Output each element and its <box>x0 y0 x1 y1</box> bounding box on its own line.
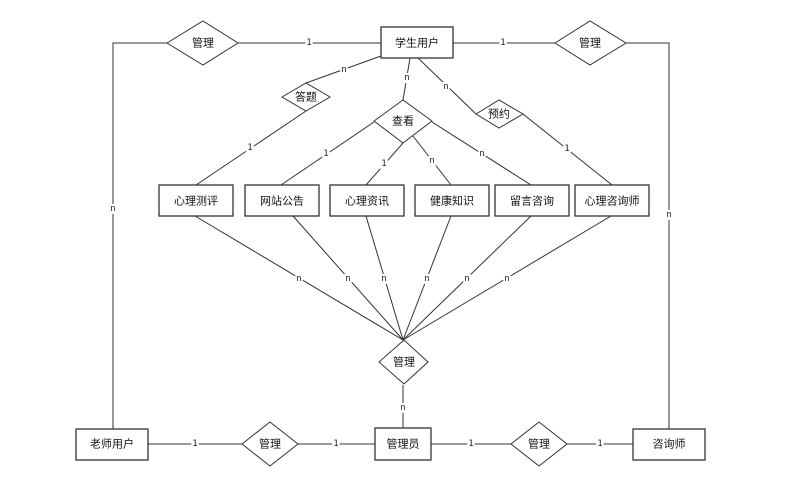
cardinality-label-background <box>399 403 407 413</box>
cardinality-label: 1 <box>192 439 197 449</box>
entity-message: 留言咨询 <box>494 184 570 217</box>
cardinality-label-background <box>423 274 431 284</box>
relation-manage-top-right: 管理 <box>554 20 627 66</box>
cardinality-label-background <box>428 156 436 166</box>
relation-label: 查看 <box>392 114 414 128</box>
cardinality-label: n <box>404 73 409 83</box>
cardinality-label: 1 <box>564 144 569 154</box>
cardinality-label: n <box>464 274 469 284</box>
entity-news: 心理资讯 <box>329 184 405 217</box>
relation-label: 管理 <box>259 437 281 451</box>
cardinality-label: n <box>424 274 429 284</box>
cardinality-label: 1 <box>247 143 252 153</box>
cardinality-label-background <box>109 204 117 214</box>
entity-label: 老师用户 <box>90 437 134 451</box>
cardinality-label: 1 <box>333 439 338 449</box>
cardinality-label: 1 <box>468 439 473 449</box>
cardinality-label-background <box>499 38 507 48</box>
entity-counselor-info: 心理咨询师 <box>574 184 650 217</box>
relation-answer: 答题 <box>281 82 331 112</box>
relation-manage-top-left: 管理 <box>166 20 239 66</box>
cardinality-label: 1 <box>323 149 328 159</box>
cardinality-label-background <box>322 149 330 159</box>
relation-label: 答题 <box>295 90 317 104</box>
cardinality-label-background <box>191 439 199 449</box>
cardinality-label: n <box>400 403 405 413</box>
cardinality-label-background <box>478 149 486 159</box>
edge-teacher-manage-top-left <box>112 42 167 430</box>
cardinality-label: n <box>429 156 434 166</box>
cardinality-label-background <box>467 439 475 449</box>
entity-eval: 心理测评 <box>158 184 234 217</box>
cardinality-label: n <box>479 149 484 159</box>
cardinality-label-background <box>403 73 411 83</box>
cardinality-label-background <box>295 274 303 284</box>
edge-manage-top-right-counselor <box>626 42 670 430</box>
cardinality-label-background <box>503 274 511 284</box>
entity-label: 管理员 <box>387 437 420 451</box>
relation-label: 管理 <box>393 355 415 369</box>
cardinality-label-background <box>463 274 471 284</box>
cardinality-label-background <box>380 159 388 169</box>
cardinality-label: 1 <box>306 38 311 48</box>
cardinality-label-background <box>344 274 352 284</box>
relation-view: 查看 <box>373 99 433 144</box>
cardinality-label: n <box>296 274 301 284</box>
entity-counselor: 咨询师 <box>632 428 706 461</box>
entity-label: 心理测评 <box>174 195 218 208</box>
entity-admin: 管理员 <box>374 427 432 461</box>
entity-label: 留言咨询 <box>510 194 554 208</box>
cardinality-label-background <box>665 210 673 220</box>
edges <box>112 42 670 445</box>
cardinality-label: n <box>345 274 350 284</box>
cardinality-label-background <box>340 65 348 75</box>
cardinality-label: n <box>504 274 509 284</box>
entity-notice: 网站公告 <box>244 184 320 217</box>
entity-health: 健康知识 <box>414 184 490 217</box>
cardinality-label: 1 <box>597 439 602 449</box>
entity-label: 咨询师 <box>653 437 686 451</box>
cardinality-label-background <box>380 274 388 284</box>
cardinality-label-background <box>442 82 450 92</box>
cardinality-label-background <box>305 38 313 48</box>
cardinality-label: 1 <box>500 38 505 48</box>
entity-label: 学生用户 <box>395 36 439 50</box>
cardinality-label-background <box>246 143 254 153</box>
entity-label: 网站公告 <box>260 194 304 208</box>
relation-label: 预约 <box>488 108 510 121</box>
entity-label: 健康知识 <box>430 194 474 208</box>
cardinality-label: n <box>381 274 386 284</box>
relation-label: 管理 <box>528 437 550 451</box>
cardinalities: 1 1 n n n 1 1 1 n n 1 n n n n n n n n n … <box>109 38 673 449</box>
cardinality-label: n <box>341 65 346 75</box>
cardinality-label: n <box>666 210 671 220</box>
cardinality-label-background <box>563 144 571 154</box>
relation-label: 管理 <box>579 36 601 50</box>
relation-manage-bottom-left: 管理 <box>241 421 299 467</box>
relation-reserve: 预约 <box>475 99 524 129</box>
entity-label: 心理咨询师 <box>585 194 640 208</box>
entity-teacher: 老师用户 <box>75 428 149 461</box>
cardinality-label-background <box>596 439 604 449</box>
cardinality-label: n <box>110 204 115 214</box>
cardinality-label-background <box>332 439 340 449</box>
relation-manage-center: 管理 <box>378 339 429 385</box>
entity-student: 学生用户 <box>380 26 454 59</box>
relation-label: 管理 <box>192 36 214 50</box>
cardinality-label: n <box>443 82 448 92</box>
entity-label: 心理资讯 <box>345 195 389 208</box>
cardinality-label: 1 <box>381 159 386 169</box>
relation-manage-bottom-right: 管理 <box>510 421 568 467</box>
